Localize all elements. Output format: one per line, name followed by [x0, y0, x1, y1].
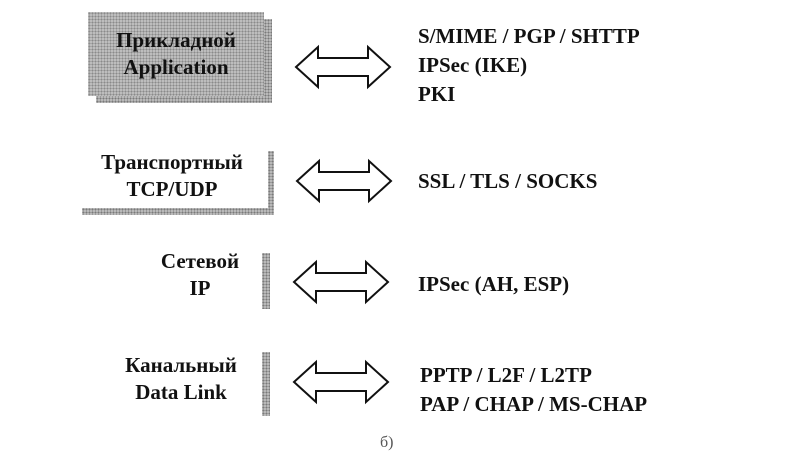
layer-title-ru: Прикладной [116, 28, 236, 52]
protocol-line: S/MIME / PGP / SHTTP [418, 24, 640, 48]
double-arrow-icon [295, 158, 393, 204]
protocol-line: IPSec (IKE) [418, 53, 528, 77]
figure-caption: б) [380, 434, 394, 451]
double-arrow-icon [292, 359, 390, 405]
double-arrow-icon [294, 44, 392, 90]
layer-box-data-link: Канальный Data Link [100, 346, 262, 412]
protocol-line: PAP / CHAP / MS-CHAP [420, 392, 648, 416]
protocol-list-application: S/MIME / PGP / SHTTP IPSec (IKE) PKI [418, 22, 640, 109]
protocol-list-transport: SSL / TLS / SOCKS [418, 167, 597, 196]
layer-title-en: TCP/UDP [126, 177, 218, 201]
layer-title-en: IP [189, 276, 211, 300]
layer-box-network: Сетевой IP [138, 246, 262, 304]
layer-box-shadow [262, 253, 270, 309]
layer-title-en: Data Link [135, 380, 227, 404]
protocol-list-network: IPSec (AH, ESP) [418, 270, 569, 299]
double-arrow-icon [292, 259, 390, 305]
layer-title-ru: Канальный [125, 353, 237, 377]
layer-title-ru: Транспортный [101, 150, 243, 174]
layer-box-application: Прикладной Application [88, 12, 264, 96]
protocol-line: SSL / TLS / SOCKS [418, 169, 598, 193]
protocol-line: PPTP / L2F / L2TP [420, 363, 592, 387]
layer-box-transport: Транспортный TCP/UDP [76, 144, 268, 208]
layer-box-shadow [262, 352, 270, 416]
protocol-line: IPSec (AH, ESP) [418, 272, 570, 296]
protocol-line: PKI [418, 82, 456, 106]
layer-title-ru: Сетевой [160, 249, 240, 273]
protocol-list-data-link: PPTP / L2F / L2TP PAP / CHAP / MS-CHAP [420, 361, 647, 419]
layer-title-en: Application [123, 55, 229, 79]
